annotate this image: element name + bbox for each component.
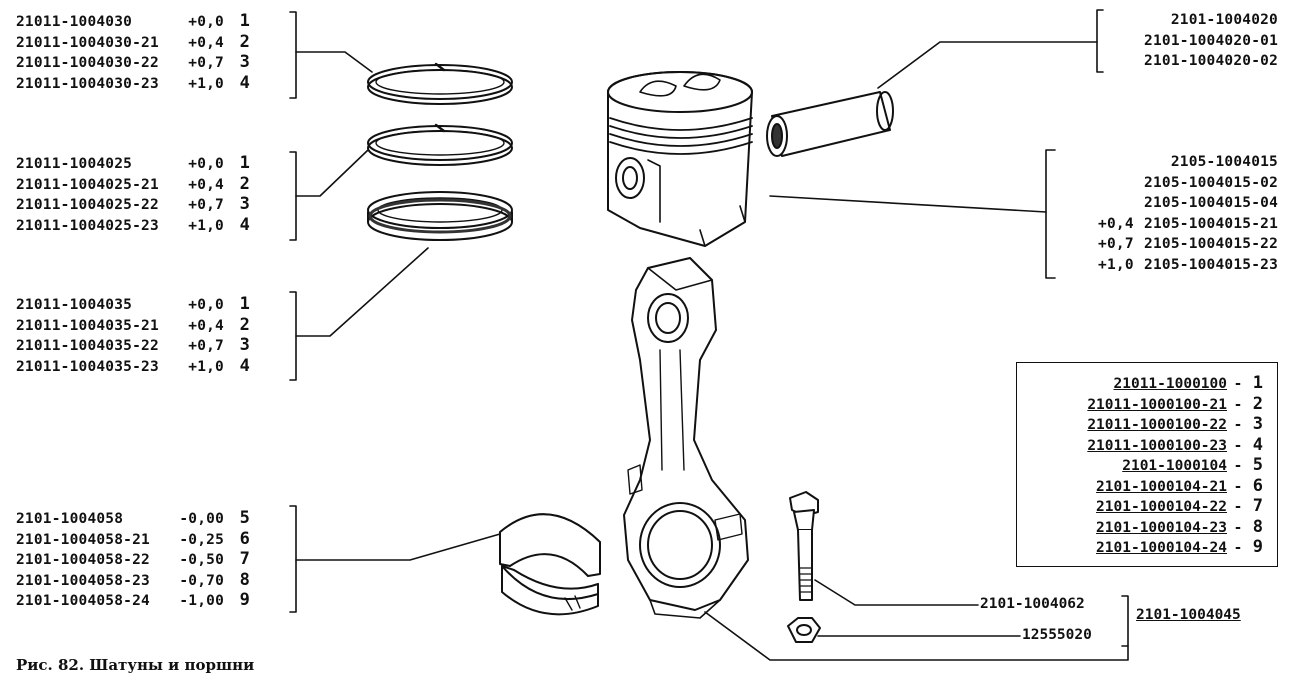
- part-row: 2101-1004020-01: [1144, 32, 1278, 49]
- table-row: 2101-1000104-21-6: [1096, 475, 1263, 496]
- figure-caption: Рис. 82. Шатуны и поршни: [16, 656, 255, 674]
- part-row: 2101-1004020-02: [1144, 53, 1278, 69]
- conrod-assembly-part-number: 2101-1004045: [1136, 607, 1241, 623]
- part-row: 2105-1004015: [1170, 154, 1278, 170]
- left-brackets: [289, 11, 297, 613]
- part-row: 2105-1004015-02: [1144, 174, 1278, 191]
- table-row: 21011-1000100-23-4: [1087, 434, 1263, 455]
- piston-part-list: 2105-1004015 2105-1004015-02 2105-100401…: [1046, 152, 1278, 275]
- table-row: 21011-1000100-21-2: [1087, 393, 1263, 414]
- bolt-part-number: 2101-1004062: [980, 596, 1085, 612]
- table-row: 2101-1000104-22-7: [1096, 496, 1263, 516]
- part-row: 2105-1004015-04: [1144, 195, 1278, 211]
- connecting-rod-table: 21011-1000100-1 21011-1000100-21-2 21011…: [1016, 362, 1278, 567]
- connecting-rod-drawing: [623, 257, 749, 619]
- ring-middle-drawing: [367, 123, 513, 166]
- piston-drawing: [607, 71, 753, 247]
- piston-pin-drawing: [766, 91, 894, 157]
- table-row: 21011-1000100-22-3: [1087, 414, 1263, 434]
- table-row: 2101-1000104-23-8: [1096, 516, 1263, 537]
- leader-lines: [295, 41, 1129, 661]
- nut-part-number: 12555020: [1022, 627, 1092, 643]
- table-row: 21011-1000100-1: [1113, 373, 1264, 393]
- ring-top-drawing: [367, 62, 513, 105]
- right-brackets: [1045, 9, 1129, 647]
- bolt-drawing: [789, 491, 819, 601]
- piston-pin-part-list: 2101-1004020 2101-1004020-01 2101-100402…: [1100, 10, 1278, 72]
- nut-drawing: [787, 617, 821, 643]
- bearing-shells-drawing: [499, 513, 601, 616]
- ring-oil-drawing: [367, 191, 513, 241]
- part-row: 2101-1004020: [1170, 12, 1278, 28]
- table-row: 2101-1000104-5: [1122, 455, 1263, 475]
- table-row: 2101-1000104-24-9: [1096, 537, 1263, 557]
